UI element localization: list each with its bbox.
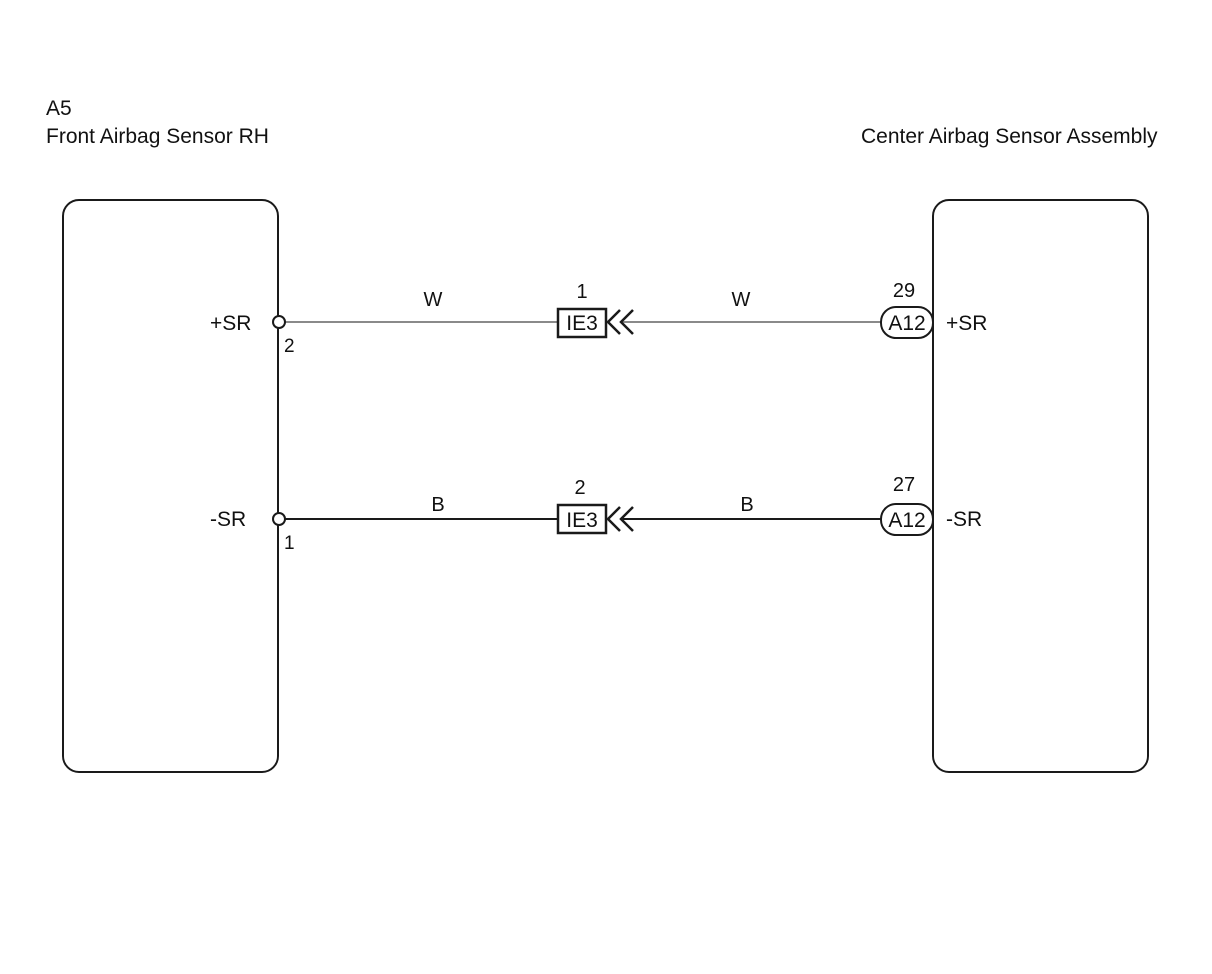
inline-connector-label: IE3 <box>566 509 598 532</box>
right-terminal-label: -SR <box>946 508 982 531</box>
inline-connector-box <box>556 307 608 339</box>
pin-connector-oval <box>880 306 934 339</box>
wire-color-left: W <box>424 289 443 311</box>
left-terminal-label: -SR <box>210 508 246 531</box>
right-terminal-label: +SR <box>946 312 987 335</box>
inline-connector-box <box>556 503 608 535</box>
right-connector-label: A12 <box>888 312 925 335</box>
pin-connector-oval <box>880 503 934 536</box>
inline-pin-number: 1 <box>576 281 587 303</box>
left-component-name: Front Airbag Sensor RH <box>46 125 269 148</box>
right-pin-number: 27 <box>893 474 915 496</box>
terminal-circle <box>272 512 286 526</box>
wire-color-left: B <box>431 494 444 516</box>
connector-chevron-icon <box>606 506 634 532</box>
right-pin-number: 29 <box>893 280 915 302</box>
left-component-code: A5 <box>46 97 72 120</box>
left-terminal-label: +SR <box>210 312 251 335</box>
circuit-plus-sr: +SR 2 W 1 IE3 W 29 A12 +SR <box>210 280 987 357</box>
wire-color-right: B <box>740 494 753 516</box>
inline-connector-label: IE3 <box>566 312 598 335</box>
connector-chevron-icon <box>606 309 634 335</box>
right-component-name: Center Airbag Sensor Assembly <box>861 125 1158 148</box>
left-pin-number: 2 <box>284 336 295 357</box>
terminal-circle <box>272 315 286 329</box>
front-airbag-sensor-box <box>62 199 279 773</box>
wire-color-right: W <box>732 289 751 311</box>
right-connector-label: A12 <box>888 509 925 532</box>
center-airbag-sensor-box <box>932 199 1149 773</box>
inline-pin-number: 2 <box>574 477 585 499</box>
left-pin-number: 1 <box>284 533 295 554</box>
circuit-minus-sr: -SR 1 B 2 IE3 B 27 A12 -SR <box>210 474 982 554</box>
